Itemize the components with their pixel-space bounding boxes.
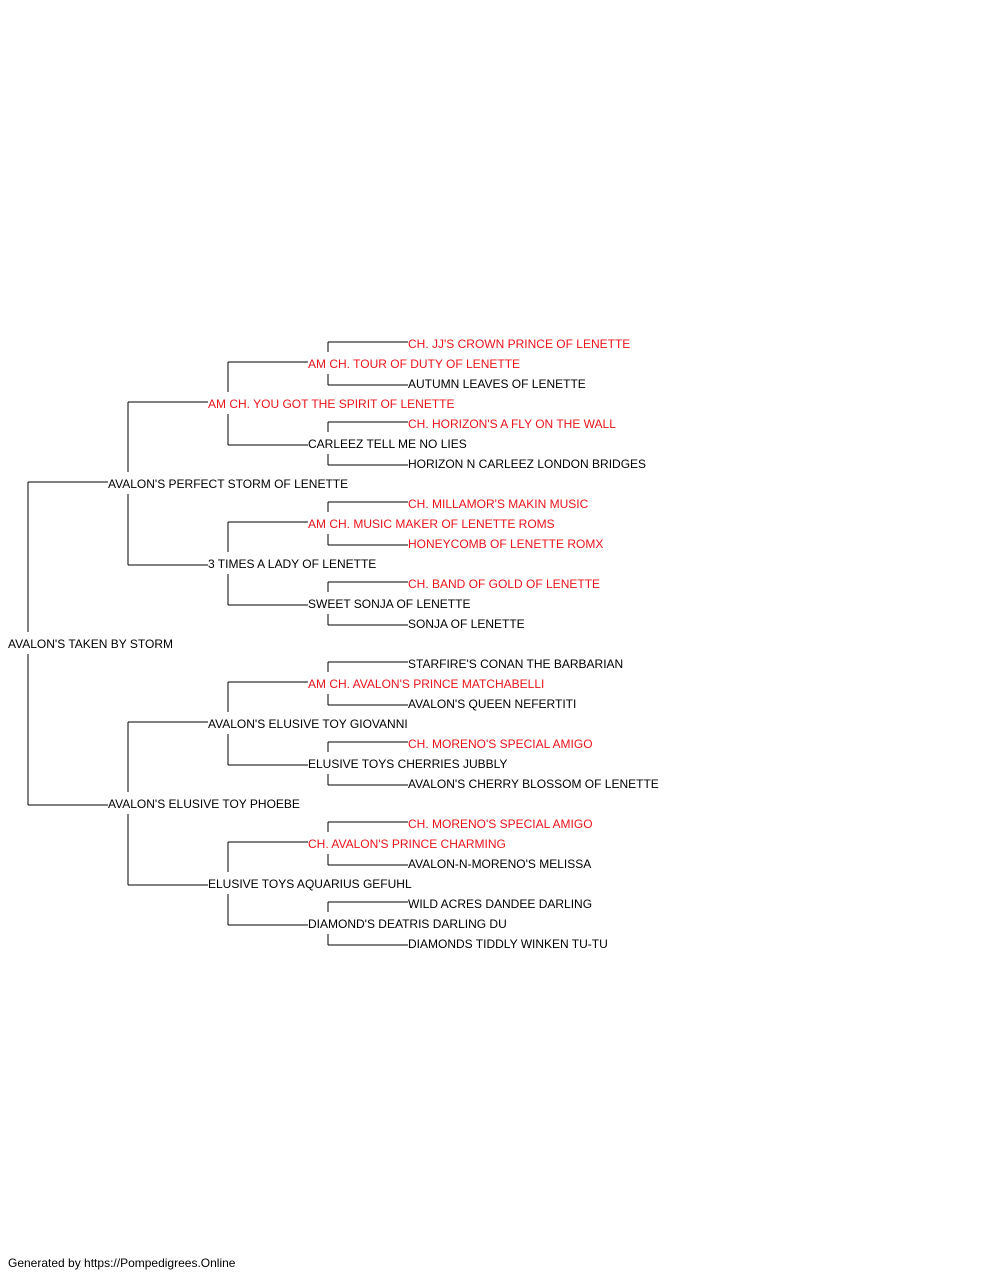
dog-name[interactable]: CH. MORENO'S SPECIAL AMIGO [408,817,593,831]
dog-name[interactable]: AVALON'S ELUSIVE TOY PHOEBE [108,797,300,811]
dog-name[interactable]: AVALON'S CHERRY BLOSSOM OF LENETTE [408,777,659,791]
dog-name[interactable]: WILD ACRES DANDEE DARLING [408,897,592,911]
dog-name[interactable]: SONJA OF LENETTE [408,617,525,631]
dog-name[interactable]: SWEET SONJA OF LENETTE [308,597,470,611]
footer-credit: Generated by https://Pompedigrees.Online [8,1256,236,1270]
dog-name[interactable]: AVALON'S TAKEN BY STORM [8,637,173,651]
dog-name[interactable]: CARLEEZ TELL ME NO LIES [308,437,467,451]
dog-name[interactable]: DIAMOND'S DEATRIS DARLING DU [308,917,507,931]
dog-name[interactable]: AVALON'S ELUSIVE TOY GIOVANNI [208,717,408,731]
dog-name[interactable]: HONEYCOMB OF LENETTE ROMX [408,537,603,551]
dog-name[interactable]: AM CH. MUSIC MAKER OF LENETTE ROMS [308,517,555,531]
dog-name[interactable]: AVALON'S QUEEN NEFERTITI [408,697,576,711]
dog-name[interactable]: CH. JJ'S CROWN PRINCE OF LENETTE [408,337,630,351]
dog-name[interactable]: CH. MORENO'S SPECIAL AMIGO [408,737,593,751]
dog-name[interactable]: CH. HORIZON'S A FLY ON THE WALL [408,417,616,431]
dog-name[interactable]: AM CH. YOU GOT THE SPIRIT OF LENETTE [208,397,455,411]
dog-name[interactable]: ELUSIVE TOYS AQUARIUS GEFUHL [208,877,412,891]
dog-name[interactable]: HORIZON N CARLEEZ LONDON BRIDGES [408,457,646,471]
dog-name[interactable]: 3 TIMES A LADY OF LENETTE [208,557,376,571]
dog-name[interactable]: ELUSIVE TOYS CHERRIES JUBBLY [308,757,507,771]
dog-name[interactable]: CH. AVALON'S PRINCE CHARMING [308,837,506,851]
dog-name[interactable]: AUTUMN LEAVES OF LENETTE [408,377,586,391]
dog-name[interactable]: AVALON'S PERFECT STORM OF LENETTE [108,477,348,491]
dog-name[interactable]: DIAMONDS TIDDLY WINKEN TU-TU [408,937,608,951]
dog-name[interactable]: AM CH. AVALON'S PRINCE MATCHABELLI [308,677,544,691]
dog-name[interactable]: STARFIRE'S CONAN THE BARBARIAN [408,657,623,671]
dog-name[interactable]: AVALON-N-MORENO'S MELISSA [408,857,591,871]
dog-name[interactable]: CH. BAND OF GOLD OF LENETTE [408,577,600,591]
dog-name[interactable]: CH. MILLAMOR'S MAKIN MUSIC [408,497,589,511]
dog-name[interactable]: AM CH. TOUR OF DUTY OF LENETTE [308,357,520,371]
